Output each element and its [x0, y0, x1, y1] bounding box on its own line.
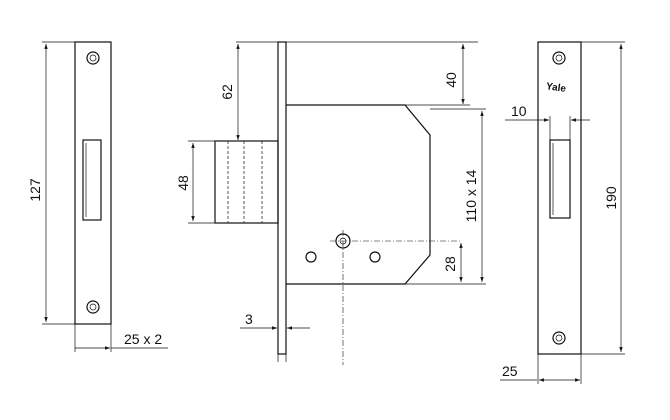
right-forend-plate: Yale: [537, 41, 582, 355]
right-plate-outline: [537, 41, 582, 355]
follower-hole-right: [369, 251, 381, 263]
follower-hole-left: [305, 251, 317, 263]
case-body: [286, 104, 431, 285]
dimension-slot-width: 10: [505, 103, 590, 140]
yale-logo: Yale: [545, 81, 567, 95]
right-plate-bottom-screw-hole: [552, 331, 566, 345]
dimension-plate-thickness: 3: [240, 311, 310, 362]
dimension-right-height: 190: [581, 41, 625, 355]
dimension-body-height: 110 x 14: [405, 108, 486, 285]
right-plate-top-screw-hole: [552, 51, 566, 65]
deadbolt: [214, 140, 279, 224]
dimension-bolt-height: 48: [175, 140, 215, 224]
dimension-keyhole-offset: 28: [442, 243, 463, 282]
dim-label-bolt-height: 48: [175, 175, 191, 191]
dim-label-right-height: 190: [603, 186, 619, 210]
forend-plate: [277, 41, 287, 355]
dim-label-bolt-offset: 62: [219, 84, 235, 100]
dim-label-slot-width: 10: [511, 103, 527, 119]
left-strike-plate: [74, 41, 112, 325]
dimension-top-offset: 40: [405, 44, 470, 106]
dimension-left-width: 25 x 2: [74, 324, 168, 352]
dim-label-left-height: 127: [27, 178, 43, 202]
dim-label-body-height: 110 x 14: [463, 169, 479, 222]
dim-label-right-width: 25: [502, 363, 518, 379]
right-plate-bolt-slot: [549, 139, 571, 219]
dim-label-plate-thickness: 3: [245, 311, 253, 327]
dim-label-left-width: 25 x 2: [124, 331, 162, 347]
dimension-left-height: 127: [27, 41, 75, 325]
left-plate-outline: [74, 41, 112, 325]
dimension-bolt-offset: 62: [219, 44, 240, 140]
left-plate-bolt-slot: [82, 139, 102, 221]
left-plate-top-screw-hole: [86, 51, 100, 65]
dimension-right-width: 25: [500, 354, 582, 384]
dim-label-top-offset: 40: [443, 72, 459, 88]
dim-label-keyhole-offset: 28: [442, 256, 458, 272]
left-plate-bottom-screw-hole: [86, 300, 100, 314]
